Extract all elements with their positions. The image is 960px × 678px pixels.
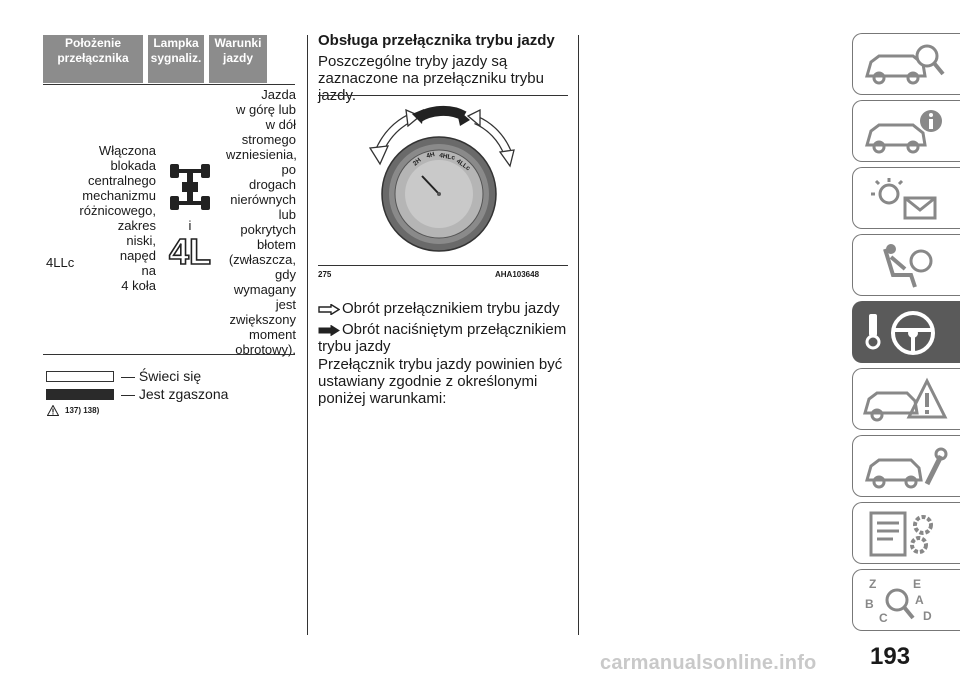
state-cell: Włączona blokada centralnego mechanizmu … <box>79 143 156 293</box>
watermark: carmanualsonline.info <box>600 652 817 674</box>
tab-getting-to-know[interactable] <box>852 33 960 95</box>
figure-top-rule <box>318 95 568 96</box>
press-rotate-arrow-icon <box>412 106 470 126</box>
figure-number: 275 <box>318 270 332 279</box>
header-warning-lamp: Lampka sygnaliz. <box>148 35 204 83</box>
legend-on-label: — Świeci się <box>121 368 202 384</box>
svg-text:4L: 4L <box>169 232 211 268</box>
dial-label-2h: 2H <box>412 157 423 168</box>
four-l-symbol: 4L <box>168 232 212 268</box>
steering-wheel-key-icon <box>865 311 935 355</box>
svg-text:C: C <box>879 611 888 625</box>
table-header: Położenie przełącznika Lampka sygnaliz. … <box>43 35 295 83</box>
legend-off-swatch <box>46 388 114 400</box>
header-driving-conditions: Warunki jazdy <box>209 35 267 83</box>
svg-text:Z: Z <box>869 577 876 591</box>
rotate-right-arrow-icon <box>466 108 515 168</box>
rotate-left-arrow-icon <box>368 108 422 166</box>
column-divider-right <box>578 35 579 635</box>
rotate-instruction-text: Obrót przełącznikiem trybu jazdy <box>342 300 560 317</box>
tab-emergency[interactable] <box>852 368 960 430</box>
press-rotate-instruction-text: Obrót naciśniętym przełącznikiem trybu j… <box>318 321 567 355</box>
specs-gears-icon <box>869 511 933 557</box>
drive-mode-selector-figure: 2H 4H 4HLc 4LLc <box>368 106 515 252</box>
svg-text:A: A <box>915 593 924 607</box>
dial-label-4h: 4H <box>426 151 436 160</box>
tab-warning-lights[interactable] <box>852 167 960 229</box>
four-wheel-drive-icon <box>170 164 210 210</box>
section-title: Obsługa przełącznika trybu jazdy <box>318 32 555 49</box>
outline-arrow-icon <box>318 303 340 315</box>
column-divider-left <box>307 35 308 635</box>
table-bottom-rule <box>43 354 295 355</box>
mode-cell: 4LLc <box>46 255 75 270</box>
dial-label-4hlc: 4HLc <box>439 152 456 162</box>
car-accident-warning-icon <box>863 377 948 422</box>
section-body: Przełącznik trybu jazdy powinien być ust… <box>318 356 563 407</box>
rotate-instruction: Obrót przełącznikiem trybu jazdy <box>318 300 573 317</box>
page-number: 193 <box>870 643 911 670</box>
selector-knob <box>381 136 497 252</box>
tab-technical-data[interactable] <box>852 502 960 564</box>
warning-references: 137) 138) <box>47 405 99 416</box>
tab-dashboard-info[interactable] <box>852 100 960 162</box>
seat-airbag-icon <box>883 244 933 288</box>
car-info-icon <box>865 110 942 154</box>
tab-maintenance[interactable] <box>852 435 960 497</box>
section-intro: Poszczególne tryby jazdy są zaznaczone n… <box>318 53 544 104</box>
svg-text:B: B <box>865 597 874 611</box>
legend-off-label: — Jest zgaszona <box>121 386 229 402</box>
car-service-wrench-icon <box>865 447 948 489</box>
figure-code: AHA103648 <box>495 270 540 279</box>
table-top-rule <box>43 84 295 85</box>
header-switch-position: Położenie przełącznika <box>43 35 143 83</box>
svg-text:D: D <box>923 609 932 623</box>
legend-off: — Jest zgaszona <box>46 386 229 402</box>
press-rotate-instruction: Obrót naciśniętym przełącznikiem trybu j… <box>318 321 573 355</box>
conditions-cell: Jazda w górę lub w dół stromego wzniesie… <box>226 87 297 357</box>
legend-on: — Świeci się <box>46 368 202 384</box>
tab-safety[interactable] <box>852 234 960 296</box>
filled-arrow-icon <box>318 324 340 336</box>
warning-lights-message-icon <box>871 178 937 220</box>
tab-starting-driving[interactable] <box>852 301 960 363</box>
car-search-icon <box>865 44 945 85</box>
alphabetical-index-icon: Z B C E A D <box>865 577 932 625</box>
warning-triangle-icon <box>47 405 59 416</box>
tab-index[interactable]: Z B C E A D <box>852 569 960 631</box>
legend-on-swatch <box>46 370 114 382</box>
lamp-separator: i <box>188 218 192 233</box>
svg-text:E: E <box>913 577 921 591</box>
warning-lamp-cell: i 4L <box>165 162 215 272</box>
figure-bottom-rule <box>318 265 568 266</box>
reference-numbers: 137) 138) <box>65 406 100 415</box>
